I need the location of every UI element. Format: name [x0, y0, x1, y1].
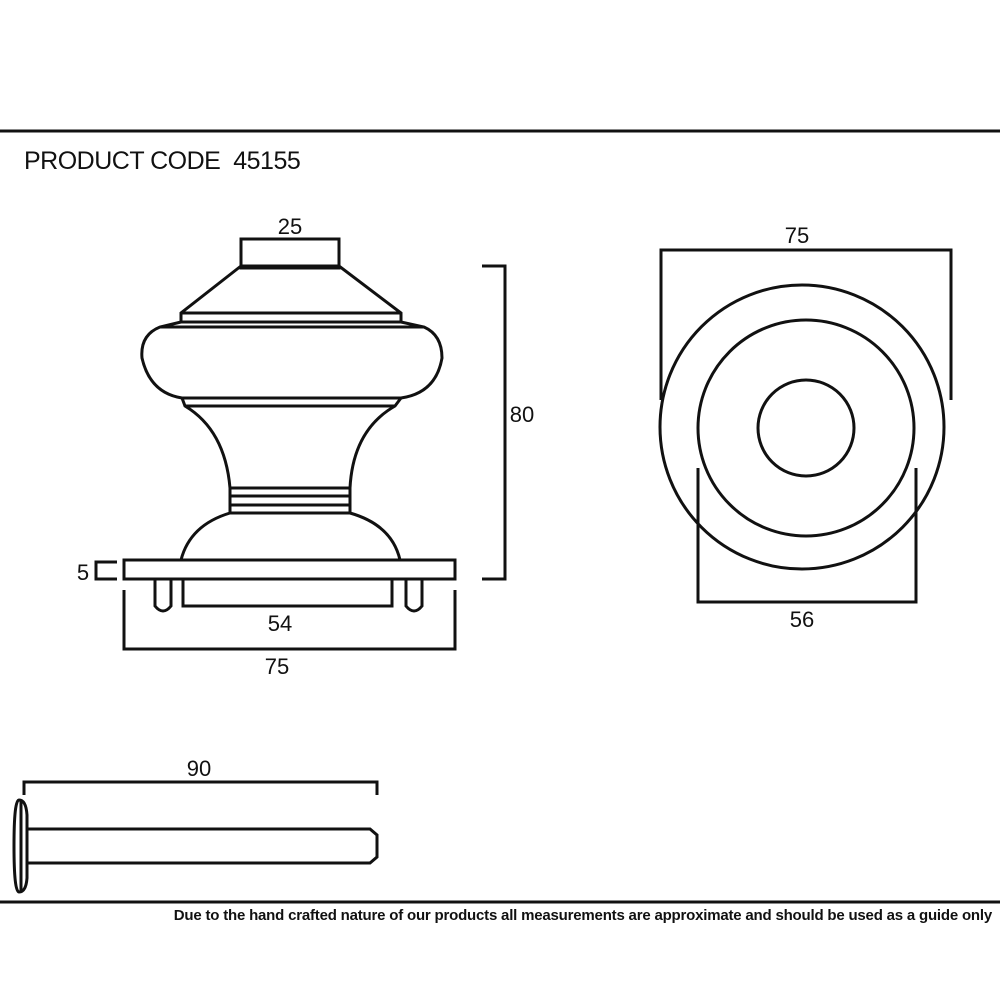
knob-collar: [230, 488, 350, 513]
dim-label-spindle-length: 90: [186, 756, 212, 781]
knob-neck: [182, 398, 401, 488]
dim-line-plate-width: [124, 590, 455, 649]
dim-label-top-width: 25: [277, 214, 303, 239]
product-code-label: PRODUCT CODE: [24, 147, 221, 175]
knob-top-view: [660, 285, 944, 569]
middle-circle: [698, 320, 914, 536]
dim-line-inner-diameter: [698, 468, 916, 602]
outer-circle: [660, 285, 944, 569]
knob-bulb: [142, 322, 442, 398]
product-code-value: 45155: [233, 147, 301, 175]
rose-plate: [124, 560, 455, 579]
fixing-pin-left: [155, 579, 171, 611]
product-code-heading: PRODUCT CODE 45155: [24, 147, 301, 176]
spindle-head: [14, 800, 27, 892]
disclaimer-text: Due to the hand crafted nature of our pr…: [173, 907, 992, 924]
knob-front-view: [124, 266, 455, 611]
dim-label-pin-spacing: 54: [267, 611, 293, 636]
dim-line-outer-diameter: [661, 250, 951, 400]
inner-circle: [758, 380, 854, 476]
spindle-view: [14, 800, 377, 892]
dim-label-inner-diameter: 56: [789, 607, 815, 632]
knob-base-dome: [181, 513, 400, 560]
spindle-bar: [27, 829, 377, 863]
dim-line-height: [482, 266, 505, 579]
dim-label-height: 80: [509, 402, 535, 427]
fixing-pin-right: [406, 579, 422, 611]
dim-line-top-width: [241, 239, 339, 265]
dim-label-outer-diameter: 75: [784, 223, 810, 248]
dim-label-plate-thickness: 5: [76, 560, 90, 585]
dim-line-plate-thickness: [96, 562, 117, 579]
dim-label-plate-width: 75: [264, 654, 290, 679]
plate-recess: [183, 579, 392, 606]
dim-line-spindle-length: [24, 782, 377, 795]
